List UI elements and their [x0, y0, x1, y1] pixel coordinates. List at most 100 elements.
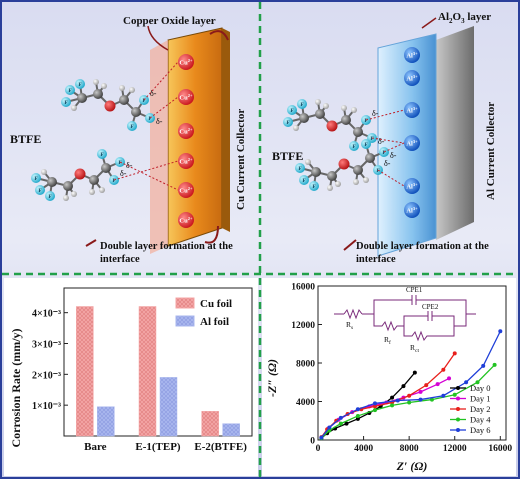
interaction-line [113, 160, 179, 181]
hydrogen-atom [327, 185, 333, 191]
carbon-atom [353, 165, 363, 175]
eis-legend-marker [456, 417, 460, 422]
eis-legend-marker [456, 396, 460, 401]
bar-y-tick-label: 2×10⁻³ [32, 370, 61, 381]
circuit-wire [373, 299, 412, 314]
eis-legend-marker [456, 386, 460, 390]
carbon-atom [327, 171, 337, 181]
fluorine-symbol: F [118, 160, 122, 166]
fluorine-atom [287, 105, 297, 115]
eis-legend-label: Day 4 [470, 415, 491, 425]
fluorine-atom [295, 163, 305, 173]
circuit-wire [432, 315, 455, 326]
fluorine-symbol: F [312, 184, 316, 190]
curl-arrow-top [209, 30, 229, 41]
carbon-atom [353, 127, 363, 137]
delta-charge: δ- [390, 151, 397, 160]
hydrogen-atom [351, 107, 357, 113]
fluorine-atom [309, 181, 319, 191]
hydrogen-atom [363, 177, 369, 183]
eis-data-point [372, 404, 377, 409]
hydrogen-atom [99, 187, 105, 193]
carbon-atom [89, 175, 99, 185]
eis-data-point [492, 362, 497, 367]
bar-y-tick-label: 1×10⁻³ [32, 401, 61, 412]
cpe1-label: CPE1 [406, 286, 423, 294]
delta-charge: δ- [126, 161, 133, 170]
hydrogen-atom [315, 99, 321, 105]
al-collector-label: Al Current Collector [485, 102, 497, 200]
fluorine-atom [97, 149, 107, 159]
eis-data-point [418, 397, 423, 402]
fluorine-atom [75, 79, 85, 89]
eis-data-point [401, 384, 406, 389]
carbon-atom [341, 115, 351, 125]
legend-swatch [175, 297, 195, 309]
fluorine-atom [65, 85, 75, 95]
hydrogen-atom [323, 103, 329, 109]
cu-collector-edge [222, 28, 230, 232]
eis-legend-label: Day 1 [470, 394, 491, 404]
eis-data-point [319, 435, 324, 440]
caption-arrow [85, 239, 97, 247]
fluorine-atom [61, 97, 71, 107]
resistor-rf [373, 314, 404, 332]
hydrogen-atom [305, 159, 311, 165]
interaction-line [143, 61, 179, 101]
btfe-label: BTFE [10, 132, 41, 146]
interaction-line [149, 96, 179, 119]
eis-data-point [372, 408, 377, 413]
al-collector-back [436, 26, 474, 240]
bar-al-foil [159, 377, 178, 437]
eis-legend-label: Day 2 [470, 404, 491, 414]
hydrogen-atom [71, 105, 77, 111]
double-layer-caption-2: interface [100, 254, 140, 265]
eis-data-point [475, 380, 480, 385]
eis-y-tick-label: 4000 [296, 398, 315, 408]
fluorine-symbol: F [142, 98, 146, 104]
delta-charge: δ- [372, 109, 379, 118]
al-ion [404, 178, 420, 194]
al2o3-label: Al2O3 layer [438, 11, 491, 25]
fluorine-symbol: F [300, 102, 304, 108]
eis-legend-marker [456, 428, 460, 432]
eis-data-point [338, 421, 343, 426]
eis-data-point [407, 393, 412, 398]
fluorine-symbol: F [364, 118, 368, 124]
fluorine-atom [45, 191, 55, 201]
rct-label: Rct [410, 343, 419, 354]
double-layer-caption-right: Double layer formation at the [356, 241, 489, 252]
fluorine-atom [35, 185, 45, 195]
eis-data-point [355, 413, 360, 418]
eis-data-point [355, 407, 360, 412]
resistor-rs [343, 308, 363, 320]
eis-data-point [390, 395, 395, 400]
eis-x-tick-label: 16000 [488, 444, 512, 454]
fluorine-symbol: F [148, 116, 152, 122]
fluorine-symbol: F [78, 82, 82, 88]
fluorine-symbol: F [112, 178, 116, 184]
cu-interface-diagram: Cu2+Cu2+Cu2+Cu2+Cu2+Cu2+ Copper Oxide la… [10, 15, 247, 265]
delta-charge: δ- [120, 169, 127, 178]
eis-x-axis-label: Z′ (Ω) [396, 459, 428, 473]
cu-interface-panel: Cu2+Cu2+Cu2+Cu2+Cu2+Cu2+ Copper Oxide la… [0, 0, 260, 274]
cpe2-label: CPE2 [422, 303, 439, 311]
carbon-atom [365, 153, 375, 163]
fluorine-atom [283, 117, 293, 127]
hydrogen-atom [129, 87, 135, 93]
fluorine-atom [297, 99, 307, 109]
circuit-wire [416, 299, 467, 314]
al-ion-label: Al3+ [406, 182, 418, 191]
bar-y-tick-label: 4×10⁻³ [32, 309, 61, 320]
fluorine-symbol: F [364, 142, 368, 148]
eis-x-tick-label: 0 [316, 444, 321, 454]
eis-data-point [447, 376, 452, 381]
rf-label: Rf [384, 335, 391, 346]
carbon-atom [77, 93, 87, 103]
